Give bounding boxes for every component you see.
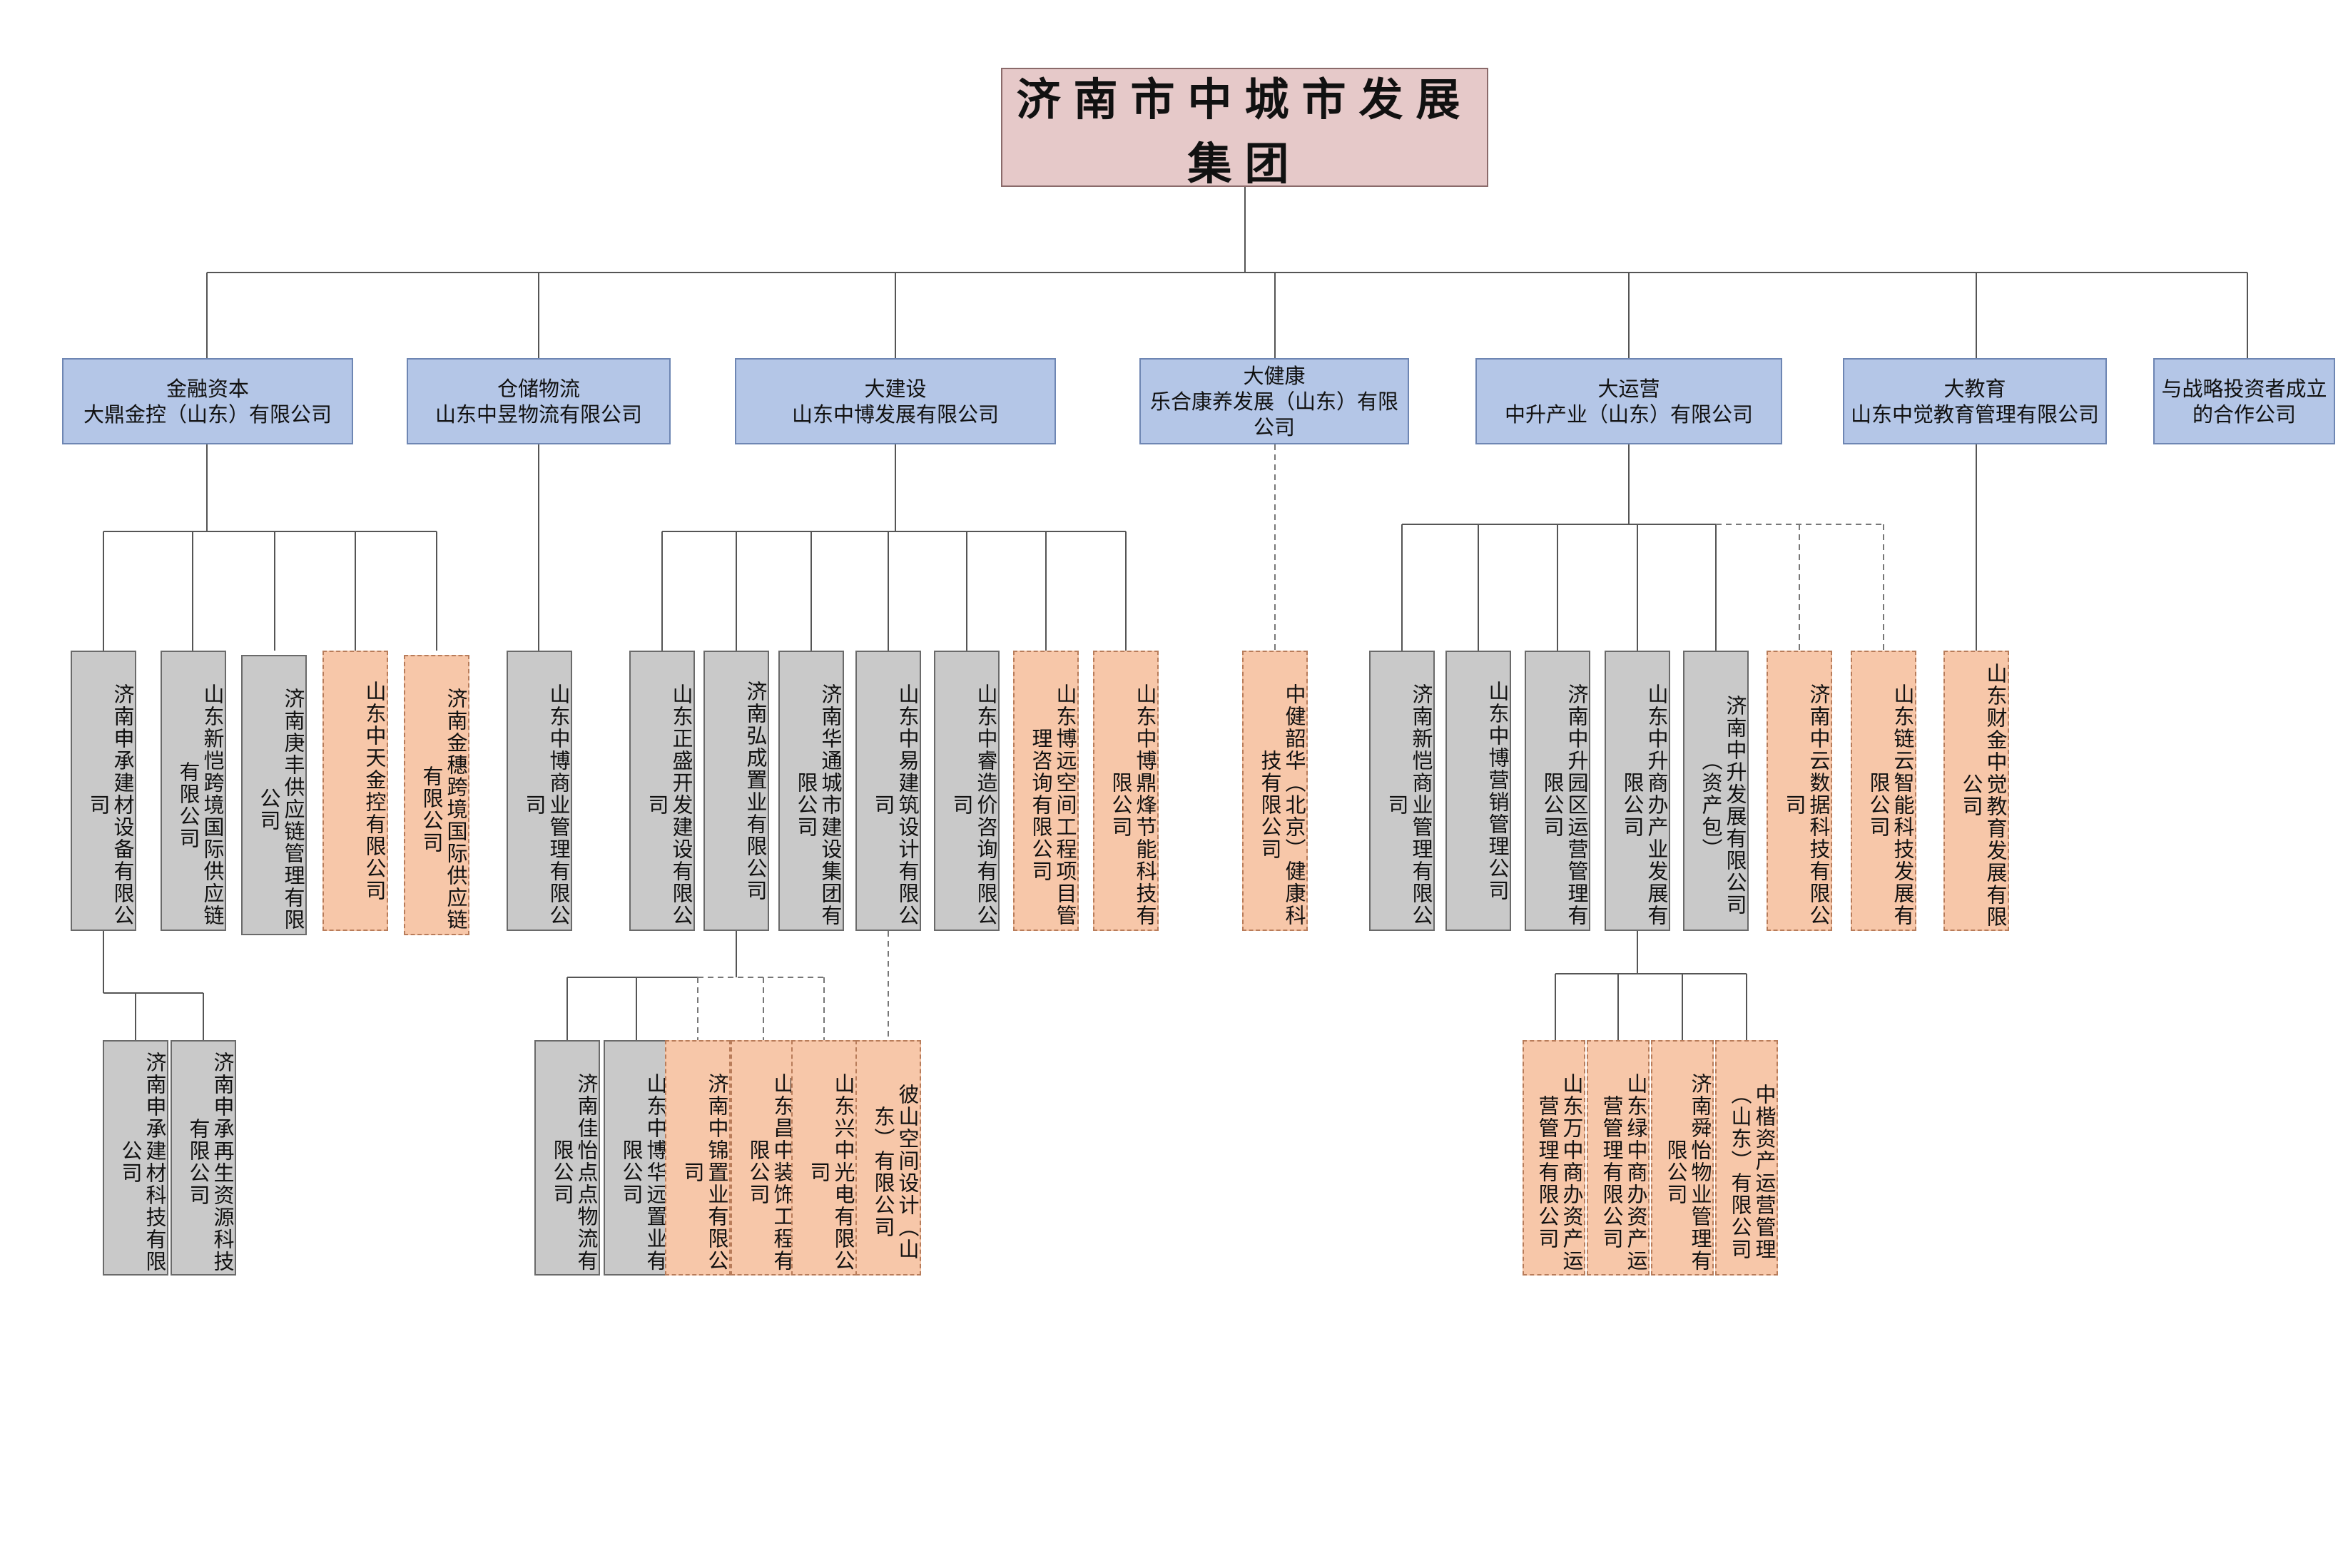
company-box: 济南金穗跨境国际供应链有限公司: [404, 655, 469, 935]
company-name: 山东中博商业管理有限公司: [522, 683, 571, 927]
sector-finance: 金融资本 大鼎金控（山东）有限公司: [62, 358, 353, 444]
company-name: 济南申承再生资源科技有限公司: [186, 1052, 235, 1273]
company-name: 山东财金中觉教育发展有限公司: [1959, 662, 2008, 928]
sector-company: 山东中博发展有限公司: [791, 402, 999, 427]
company-name: 山东中睿造价咨询有限公司: [950, 683, 998, 927]
sector-company: 大鼎金控（山东）有限公司: [83, 402, 332, 427]
company-name: 山东中博华远置业有限公司: [619, 1072, 668, 1272]
company-box: 山东财金中觉教育发展有限公司: [1943, 651, 2009, 931]
sector-operation: 大运营 中升产业（山东）有限公司: [1475, 358, 1782, 444]
company-box: 彼山空间设计（山东）有限公司: [855, 1040, 921, 1276]
sector-title: 与战略投资者成立: [2161, 376, 2327, 401]
sector-title: 金融资本: [166, 376, 249, 401]
company-box: 山东正盛开发建设有限公司: [629, 651, 695, 931]
company-box: 山东中博华远置业有限公司: [604, 1040, 669, 1276]
company-box: 济南申承建材设备有限公司: [71, 651, 136, 931]
company-name: 济南中锦置业有限公司: [681, 1072, 729, 1272]
company-name: 山东中易建筑设计有限公司: [871, 683, 920, 927]
root-label: 济南市中城市发展集团: [1016, 73, 1473, 190]
company-box: 山东博远空间工程项目管理咨询有限公司: [1013, 651, 1079, 931]
company-name: 中楷资产运营管理（山东）有限公司: [1728, 1084, 1777, 1261]
company-box: 济南华通城市建设集团有限公司: [778, 651, 844, 931]
company-box: 济南中锦置业有限公司: [665, 1040, 731, 1276]
company-name: 济南庚丰供应链管理有限公司: [257, 688, 305, 931]
company-box: 山东昌中装饰工程有限公司: [731, 1040, 796, 1276]
company-box: 济南中云数据科技有限公司: [1767, 651, 1832, 931]
company-name: 山东中博营销管理公司: [1485, 681, 1510, 902]
company-box: 山东兴中光电有限公司: [791, 1040, 857, 1276]
sector-title: 仓储物流: [497, 376, 580, 401]
root-node: 济南市中城市发展集团: [1001, 68, 1488, 190]
company-box: 济南中升园区运营管理有限公司: [1525, 651, 1590, 931]
company-box: 济南中升发展有限公司（资产包）: [1683, 651, 1749, 931]
company-box: 山东绿中商办资产运营管理有限公司: [1587, 1040, 1650, 1276]
sector-company: 乐合康养发展（山东）有限公司: [1149, 389, 1398, 439]
sector-company: 的合作公司: [2192, 402, 2296, 427]
company-name: 中健韶华（北京）健康科技有限公司: [1258, 683, 1306, 927]
company-name: 山东中天金控有限公司: [362, 681, 387, 902]
sector-construction: 大建设 山东中博发展有限公司: [735, 358, 1056, 444]
company-box: 济南佳怡点点物流有限公司: [534, 1040, 600, 1276]
company-name: 山东新恺跨境国际供应链有限公司: [176, 683, 225, 927]
sector-title: 大健康: [1243, 363, 1306, 388]
sector-health: 大健康 乐合康养发展（山东）有限公司: [1139, 358, 1409, 444]
company-name: 山东中升商办产业发展有限公司: [1620, 683, 1669, 927]
company-box: 山东中升商办产业发展有限公司: [1605, 651, 1670, 931]
company-box: 山东新恺跨境国际供应链有限公司: [161, 651, 226, 931]
company-name: 山东中博鼎烽节能科技有限公司: [1109, 683, 1157, 927]
sector-company: 山东中昱物流有限公司: [434, 402, 642, 427]
company-box: 中楷资产运营管理（山东）有限公司: [1715, 1040, 1778, 1276]
company-box: 山东链云智能科技发展有限公司: [1851, 651, 1916, 931]
company-name: 济南新恺商业管理有限公司: [1385, 683, 1433, 927]
company-box: 山东中天金控有限公司: [322, 651, 388, 931]
sector-strategic-partner: 与战略投资者成立 的合作公司: [2153, 358, 2335, 444]
company-name: 山东昌中装饰工程有限公司: [746, 1072, 795, 1272]
company-box: 济南舜怡物业管理有限公司: [1651, 1040, 1714, 1276]
company-name: 山东正盛开发建设有限公司: [645, 683, 693, 927]
company-box: 济南申承建材科技有限公司: [103, 1040, 168, 1276]
company-name: 济南弘成置业有限公司: [743, 681, 768, 902]
sector-title: 大教育: [1943, 376, 2006, 401]
sector-logistics: 仓储物流 山东中昱物流有限公司: [407, 358, 671, 444]
sector-title: 大运营: [1597, 376, 1660, 401]
company-name: 山东绿中商办资产运营管理有限公司: [1600, 1072, 1648, 1272]
company-box: 济南庚丰供应链管理有限公司: [241, 655, 307, 935]
company-name: 济南申承建材设备有限公司: [86, 683, 135, 927]
company-box: 山东中易建筑设计有限公司: [855, 651, 921, 931]
company-name: 济南金穗跨境国际供应链有限公司: [420, 688, 468, 931]
company-name: 山东链云智能科技发展有限公司: [1866, 683, 1915, 927]
company-name: 山东兴中光电有限公司: [807, 1072, 855, 1272]
company-box: 山东中博商业管理有限公司: [507, 651, 572, 931]
company-box: 中健韶华（北京）健康科技有限公司: [1242, 651, 1308, 931]
company-box: 济南弘成置业有限公司: [703, 651, 769, 931]
sector-company: 山东中觉教育管理有限公司: [1850, 402, 2099, 427]
company-box: 山东中博鼎烽节能科技有限公司: [1093, 651, 1159, 931]
company-name: 彼山空间设计（山东）有限公司: [871, 1084, 920, 1261]
sector-education: 大教育 山东中觉教育管理有限公司: [1843, 358, 2107, 444]
company-box: 山东中睿造价咨询有限公司: [934, 651, 1000, 931]
company-box: 山东万中商办资产运营管理有限公司: [1523, 1040, 1585, 1276]
company-name: 济南中云数据科技有限公司: [1782, 683, 1831, 927]
company-name: 济南中升园区运营管理有限公司: [1540, 683, 1589, 927]
company-name: 济南中升发展有限公司（资产包）: [1699, 694, 1747, 916]
sector-company: 中升产业（山东）有限公司: [1504, 402, 1753, 427]
company-name: 济南华通城市建设集团有限公司: [794, 683, 843, 927]
company-name: 济南舜怡物业管理有限公司: [1664, 1072, 1712, 1272]
company-name: 山东博远空间工程项目管理咨询有限公司: [1029, 683, 1077, 927]
company-name: 济南申承建材科技有限公司: [118, 1052, 167, 1273]
sector-title: 大建设: [864, 376, 927, 401]
company-name: 山东万中商办资产运营管理有限公司: [1535, 1072, 1584, 1272]
company-box: 济南申承再生资源科技有限公司: [171, 1040, 236, 1276]
company-name: 济南佳怡点点物流有限公司: [550, 1072, 599, 1272]
company-box: 济南新恺商业管理有限公司: [1369, 651, 1435, 931]
company-box: 山东中博营销管理公司: [1445, 651, 1511, 931]
